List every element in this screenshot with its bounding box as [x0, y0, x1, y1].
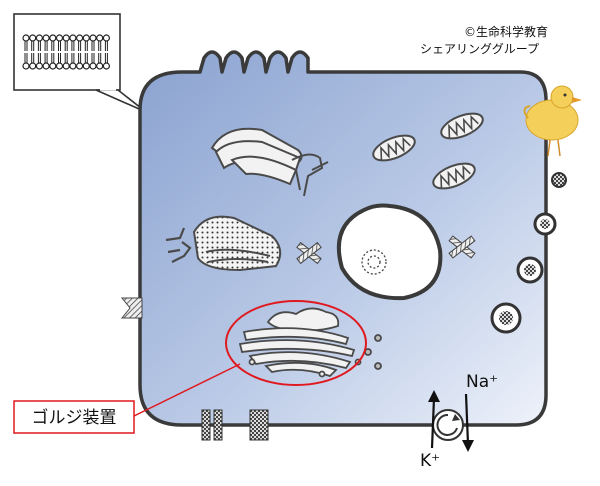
golgi-label-text: ゴルジ装置 [32, 407, 117, 428]
rough-er [165, 215, 282, 272]
golgi-label: ゴルジ装置 [13, 400, 135, 434]
centriole-right [448, 235, 476, 259]
mitochondria [372, 112, 484, 190]
mitochondrion [372, 134, 416, 162]
golgi-leader-line [133, 363, 241, 417]
credit-line-2: シェアリンググループ [420, 42, 539, 56]
secretory-vesicles [490, 172, 567, 334]
er-stack-upper [210, 127, 329, 197]
nucleus [336, 203, 443, 301]
up-arrow-icon [428, 390, 440, 449]
centriole-left [296, 241, 322, 265]
credit-line-1: ©生命科学教育 [464, 24, 548, 39]
mitochondrion [432, 162, 476, 190]
down-arrow-icon [462, 393, 474, 452]
junction-left [120, 297, 143, 319]
potassium-ion-label: K⁺ [420, 451, 440, 471]
transporter-pump-icon [432, 409, 464, 441]
golgi-highlight [225, 300, 367, 386]
mitochondrion [440, 112, 484, 140]
sodium-ion-label: Na⁺ [466, 372, 498, 392]
membrane-callout [13, 13, 147, 113]
membrane-bilayer-icon [22, 34, 111, 70]
chick-mascot-icon [523, 85, 582, 157]
membrane-channels [201, 409, 269, 441]
golgi-apparatus [238, 307, 382, 378]
